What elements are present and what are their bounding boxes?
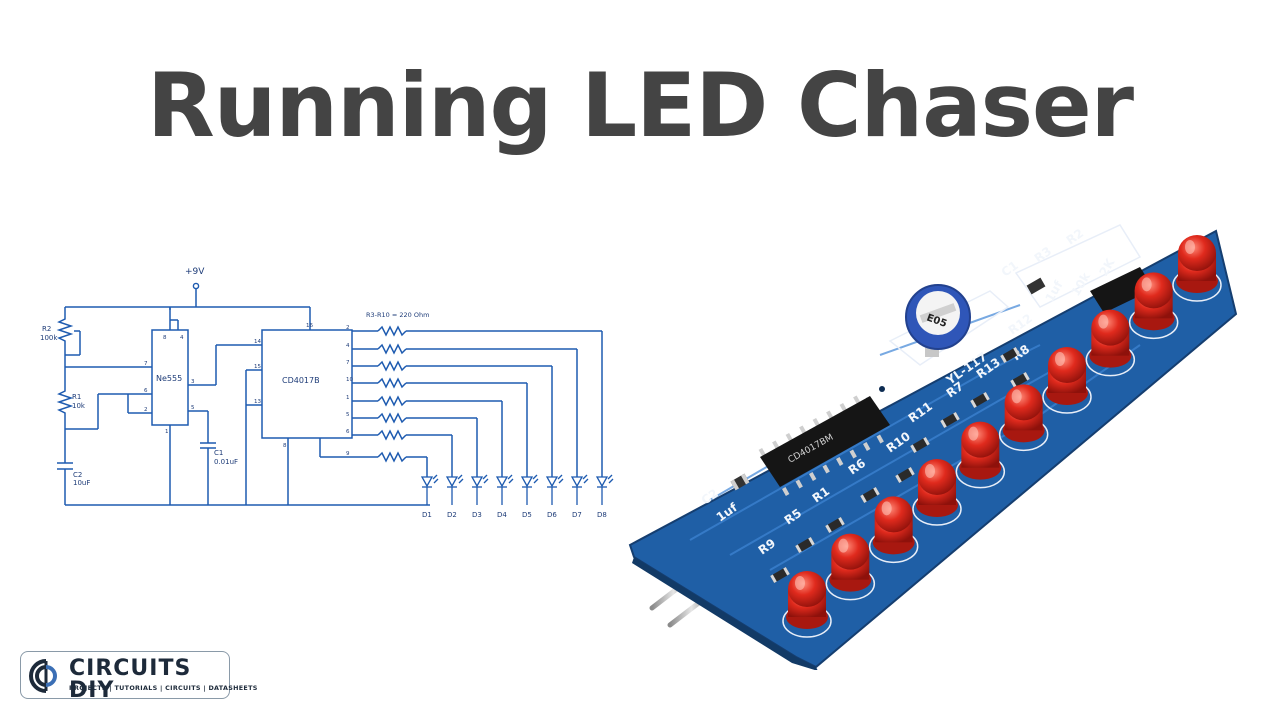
smd-resistor-8 bbox=[825, 517, 845, 533]
board-led-1 bbox=[782, 571, 832, 638]
pin-4017-out-6: 5 bbox=[346, 412, 350, 418]
board-c1-value: 1uf bbox=[1042, 278, 1066, 305]
output-line-4 bbox=[352, 377, 528, 477]
pin-4017-14: 14 bbox=[254, 339, 261, 345]
smd-resistor-1 bbox=[1000, 347, 1020, 363]
led-d5 bbox=[520, 474, 539, 505]
led-chaser-board: CD4017BM E05 YL-117 C1 C2 1uf 1uf R3 R2 … bbox=[628, 224, 1238, 670]
counter-chip: CD4017BM bbox=[758, 395, 890, 496]
pin-555-8: 8 bbox=[163, 335, 167, 341]
smd-resistor-3 bbox=[970, 392, 990, 408]
diode-label-d4: D4 bbox=[497, 511, 507, 519]
pin-555-3: 3 bbox=[191, 379, 195, 385]
led-d1 bbox=[420, 474, 439, 505]
smd-resistor-5 bbox=[910, 437, 930, 453]
smd-resistor-6 bbox=[895, 467, 915, 483]
diode-label-d7: D7 bbox=[572, 511, 582, 519]
led-d2 bbox=[445, 474, 464, 505]
circuit-schematic: +9V R3-R10 = 220 Ohm Ne555 CD4017B R2 10… bbox=[40, 267, 614, 519]
pin-4017-8: 8 bbox=[283, 443, 287, 449]
diode-label-d5: D5 bbox=[522, 511, 532, 519]
output-line-7 bbox=[352, 429, 453, 477]
output-line-6 bbox=[352, 412, 478, 477]
logo-tagline: PROJECTS | TUTORIALS | CIRCUITS | DATASH… bbox=[69, 684, 258, 692]
output-line-5 bbox=[352, 395, 503, 477]
pin-4017-out-8: 9 bbox=[346, 451, 350, 457]
c2-name: C2 bbox=[73, 471, 82, 479]
output-line-2 bbox=[352, 343, 578, 477]
led-d3 bbox=[470, 474, 489, 505]
pin-555-6: 6 bbox=[144, 388, 148, 394]
board-led-8 bbox=[1085, 309, 1136, 377]
pin-4017-out-7: 6 bbox=[346, 429, 350, 435]
diode-label-d6: D6 bbox=[547, 511, 557, 519]
board-led-10 bbox=[1172, 235, 1222, 302]
board-led-5 bbox=[955, 421, 1006, 489]
board-led-3 bbox=[868, 496, 919, 564]
smd-resistor-9 bbox=[795, 537, 815, 553]
pin-4017-16: 16 bbox=[306, 323, 313, 329]
pin-555-2: 2 bbox=[144, 407, 148, 413]
board-led-7 bbox=[1042, 347, 1092, 414]
r1-name: R1 bbox=[72, 393, 81, 401]
diode-label-d1: D1 bbox=[422, 511, 432, 519]
board-led-2 bbox=[825, 533, 876, 601]
board-r2-label: R2 bbox=[1064, 226, 1086, 248]
resistor-note: R3-R10 = 220 Ohm bbox=[366, 311, 429, 319]
led-d8 bbox=[595, 474, 614, 505]
diode-label-d8: D8 bbox=[597, 511, 607, 519]
pin-4017-out-5: 1 bbox=[346, 395, 350, 401]
smd-capacitor-c2 bbox=[730, 473, 750, 491]
pin-4017-out-1: 2 bbox=[346, 325, 350, 331]
r2-name: R2 bbox=[42, 325, 51, 333]
c1-value: 0.01uF bbox=[214, 458, 238, 466]
smd-resistor-10 bbox=[770, 567, 790, 583]
diode-label-d2: D2 bbox=[447, 511, 457, 519]
output-line-8 bbox=[319, 438, 428, 477]
smd-resistor-2 bbox=[1010, 372, 1030, 388]
board-led-6 bbox=[998, 384, 1049, 452]
r2-value: 100k bbox=[40, 334, 58, 342]
pin-4017-15: 15 bbox=[254, 364, 261, 370]
c2-value: 10uF bbox=[73, 479, 90, 487]
page-title: Running LED Chaser bbox=[146, 54, 1134, 157]
board-led-9 bbox=[1128, 272, 1179, 340]
pin-555-5: 5 bbox=[191, 405, 195, 411]
diode-label-d3: D3 bbox=[472, 511, 482, 519]
board-r3-value: 10k bbox=[1068, 269, 1093, 298]
pin-555-4: 4 bbox=[180, 335, 184, 341]
board-led-4 bbox=[912, 459, 962, 526]
pin-555-1: 1 bbox=[165, 429, 169, 435]
output-line-1 bbox=[352, 325, 603, 477]
logo-mark-icon bbox=[29, 659, 57, 693]
smd-resistor-7 bbox=[860, 487, 880, 503]
smd-resistor-4 bbox=[940, 412, 960, 428]
pin-4017-13: 13 bbox=[254, 399, 261, 405]
c1-name: C1 bbox=[214, 449, 223, 457]
supply-label: +9V bbox=[185, 267, 205, 277]
counter-ic-label: CD4017B bbox=[282, 376, 320, 385]
smd-capacitor-c1 bbox=[1026, 277, 1046, 295]
led-d6 bbox=[545, 474, 564, 505]
board-r2-value: 2K bbox=[1096, 256, 1117, 279]
logo-name: CIRCUITS DIY bbox=[69, 656, 192, 703]
led-d7 bbox=[570, 474, 589, 505]
trim-potentiometer: E05 bbox=[905, 284, 971, 357]
pin-4017-out-4: 10 bbox=[346, 377, 353, 383]
pin-4017-out-2: 4 bbox=[346, 343, 350, 349]
led-d4 bbox=[495, 474, 514, 505]
r1-value: 10k bbox=[72, 402, 86, 410]
output-line-3 bbox=[352, 360, 553, 477]
circuits-diy-logo[interactable]: CIRCUITS DIY PROJECTS | TUTORIALS | CIRC… bbox=[20, 651, 257, 703]
timer-chip bbox=[1090, 267, 1154, 313]
board-r3-label: R3 bbox=[1032, 244, 1054, 266]
timer-ic-label: Ne555 bbox=[156, 374, 182, 383]
pin-555-7: 7 bbox=[144, 361, 148, 367]
pin-4017-out-3: 7 bbox=[346, 360, 350, 366]
